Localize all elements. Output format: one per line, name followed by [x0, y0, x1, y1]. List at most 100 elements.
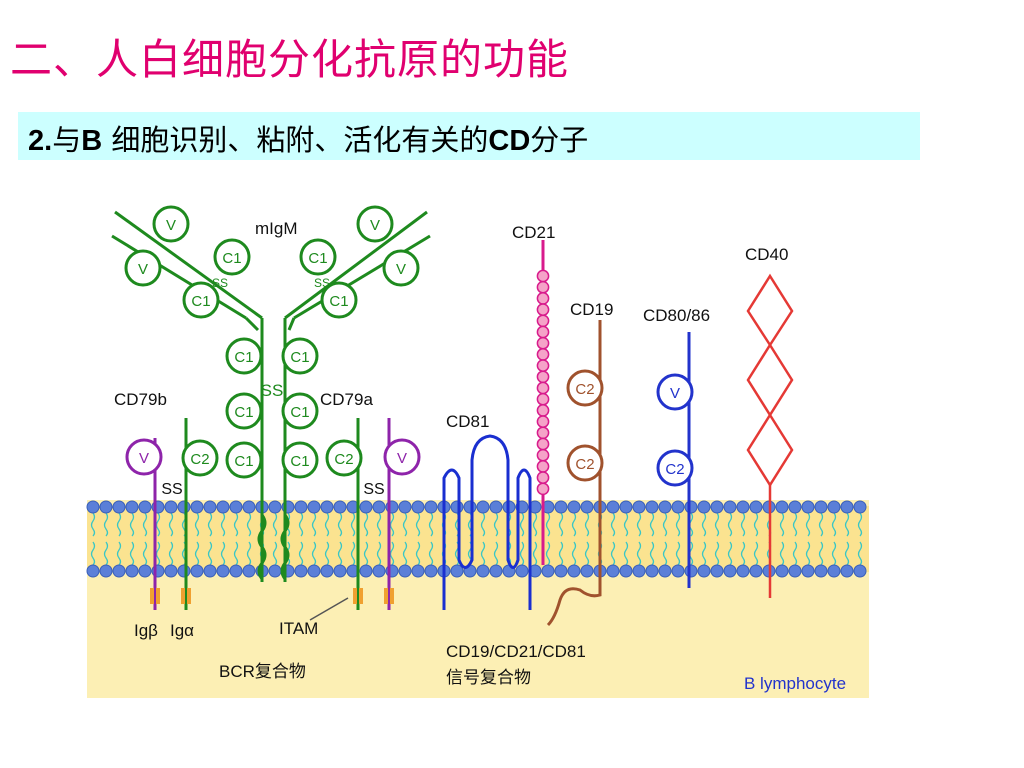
label-cd40: CD40 [745, 245, 788, 264]
lipid-tail [545, 541, 551, 566]
lipid-tail [649, 541, 655, 566]
lipid-head [216, 500, 230, 514]
lipid-tail [818, 541, 824, 566]
domain-label: V [396, 261, 406, 278]
subtitle-text-a: 与 [52, 123, 82, 157]
lipid-head [567, 564, 581, 578]
lipid-head [294, 500, 308, 514]
lipid-tail [831, 512, 837, 537]
lipid-tail [428, 512, 434, 537]
lipid-tail [610, 512, 616, 537]
lipid-head [606, 564, 620, 578]
igm-transmembrane [257, 514, 267, 580]
lipid-head [268, 564, 282, 578]
lipid-tail [272, 541, 278, 566]
lipid-head [177, 500, 191, 514]
label-ig-alpha: Igα [170, 621, 194, 640]
lipid-tail [779, 512, 785, 537]
membrane-core [87, 506, 869, 572]
lipid-head [424, 564, 438, 578]
lipid-tail [220, 512, 226, 537]
lipid-head [450, 500, 464, 514]
lipid-tail [636, 541, 642, 566]
lipid-head [671, 564, 685, 578]
lipid-tail [324, 512, 330, 537]
igm-c1-domain [299, 238, 337, 276]
migm-domain-labels: V V C1 C1 V V C1 C1 C1 C1 C1 C1 C1 C1 [138, 217, 406, 470]
domain-label: V [166, 217, 176, 234]
lipid-head [814, 500, 828, 514]
igm-v-domain [124, 249, 162, 287]
lipid-tail [740, 541, 746, 566]
lipid-head [203, 564, 217, 578]
lipid-tail [90, 541, 96, 566]
lipid-head [411, 500, 425, 514]
lipid-head [697, 500, 711, 514]
lipid-tail [103, 541, 109, 566]
lipid-head [242, 564, 256, 578]
cd79b [125, 418, 219, 610]
lipid-head [801, 500, 815, 514]
lipid-head [749, 564, 763, 578]
lipid-head [710, 564, 724, 578]
lipid-tail [623, 541, 629, 566]
domain-label: C1 [308, 250, 327, 267]
lipid-head [164, 500, 178, 514]
lipid-tail [376, 512, 382, 537]
lipid-head [476, 564, 490, 578]
domain-label: C2 [334, 451, 353, 468]
domain-label: V [670, 385, 680, 402]
lipid-tail [324, 541, 330, 566]
lipid-tail [298, 512, 304, 537]
lipid-head [229, 500, 243, 514]
lipid-tail [493, 541, 499, 566]
lipid-head [853, 500, 867, 514]
lipid-head [476, 500, 490, 514]
lipid-tail [363, 512, 369, 537]
lipid-head [619, 500, 633, 514]
lipid-head [736, 564, 750, 578]
lipid-tail [168, 512, 174, 537]
label-cd19: CD19 [570, 300, 613, 319]
lipid-head [723, 564, 737, 578]
igm-c1-domain [281, 337, 319, 375]
igm-c1-domain [225, 392, 263, 430]
lipid-tail [350, 512, 356, 537]
cd40-protein [746, 273, 794, 598]
lipid-head [125, 564, 139, 578]
cd19-protein [546, 320, 604, 627]
cd21-scr-domain [536, 269, 550, 283]
lipid-head [840, 564, 854, 578]
subtitle-text-b: B [81, 125, 103, 157]
lipid-head [112, 500, 126, 514]
lipid-tail [857, 541, 863, 566]
domain-label: C2 [575, 381, 594, 398]
lipid-head [749, 500, 763, 514]
lipid-tail [350, 541, 356, 566]
domain-label: V [138, 261, 148, 278]
lipid-head [86, 564, 100, 578]
igm-v-domain [382, 249, 420, 287]
label-cd80-86: CD80/86 [643, 306, 710, 325]
lipid-tail [480, 541, 486, 566]
lipid-tail [311, 512, 317, 537]
domain-label: C1 [290, 404, 309, 421]
subtitle-number: 2. [28, 125, 53, 157]
lipid-head [307, 564, 321, 578]
lipid-head [671, 500, 685, 514]
lipid-head [268, 500, 282, 514]
lipid-head [580, 564, 594, 578]
lipid-tail [584, 512, 590, 537]
itam-bars [150, 588, 394, 604]
lipid-tail [805, 512, 811, 537]
cd21-scr-domain [536, 415, 550, 428]
lipid-tail [493, 512, 499, 537]
cd81-protein [442, 434, 532, 610]
lipid-head [372, 500, 386, 514]
lipid-tail [662, 512, 668, 537]
lipid-head [606, 500, 620, 514]
cd21-scr-domain [536, 460, 550, 473]
disulfide-label: SS [314, 276, 330, 290]
lipid-tail [233, 512, 239, 537]
